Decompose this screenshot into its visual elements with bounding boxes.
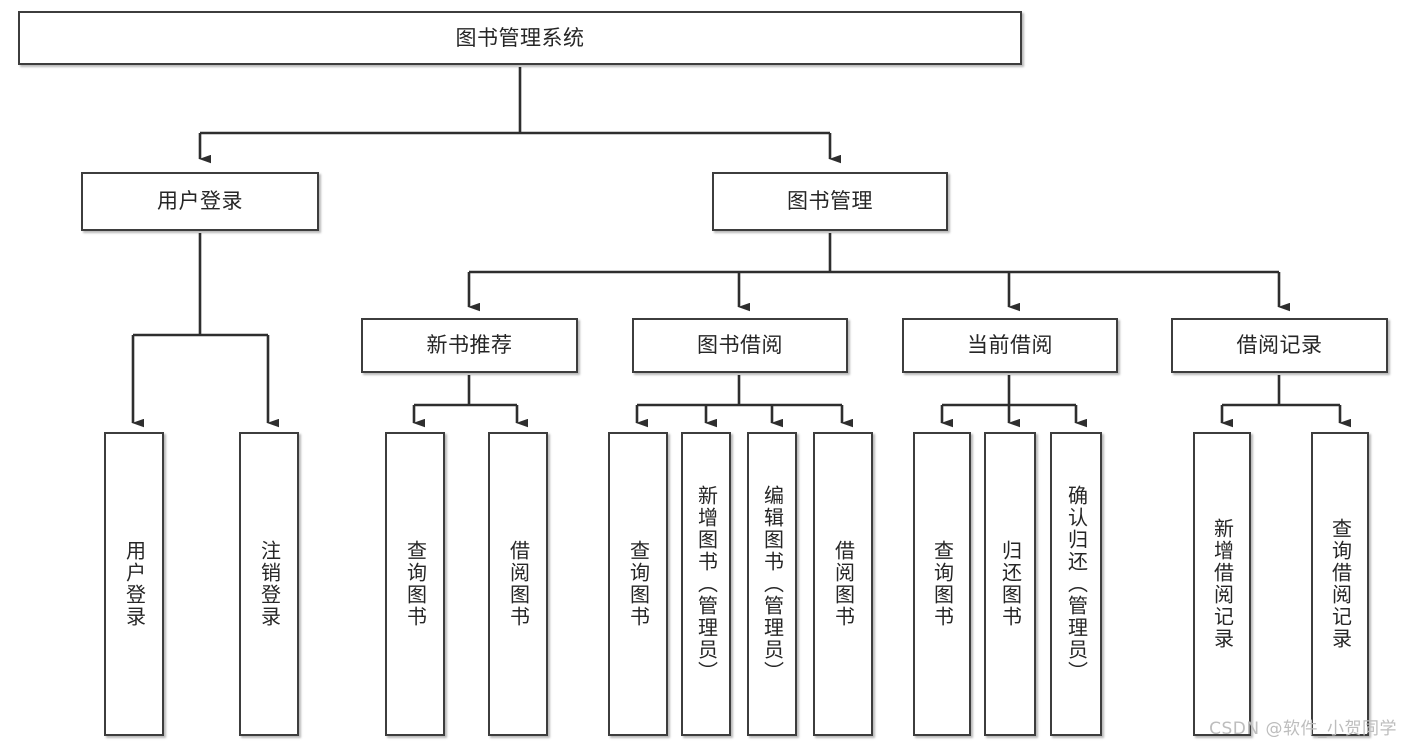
leaf-query-book-1[interactable]: 查询图书: [385, 432, 445, 736]
leaf-logout-login-label: 注销登录: [257, 540, 282, 628]
leaf-query-book-2[interactable]: 查询图书: [608, 432, 668, 736]
node-current-borrow[interactable]: 当前借阅: [902, 318, 1118, 373]
leaf-user-login-label: 用户登录: [122, 540, 147, 628]
node-book-manage-label: 图书管理: [787, 189, 873, 214]
leaf-query-book-1-label: 查询图书: [403, 540, 428, 628]
node-root-label: 图书管理系统: [455, 25, 585, 50]
leaf-borrow-book-2-label: 借阅图书: [831, 540, 856, 628]
leaf-borrow-book-2[interactable]: 借阅图书: [813, 432, 873, 736]
node-new-book-recommend[interactable]: 新书推荐: [361, 318, 578, 373]
leaf-confirm-return-label: 确认归还（管理员）: [1064, 485, 1089, 683]
node-borrow-record-label: 借阅记录: [1236, 333, 1323, 358]
leaf-query-book-2-label: 查询图书: [626, 540, 651, 628]
leaf-add-book-label: 新增图书（管理员）: [694, 485, 719, 683]
leaf-add-record-label: 新增借阅记录: [1210, 518, 1235, 650]
leaf-query-book-3-label: 查询图书: [930, 540, 955, 628]
node-book-borrow[interactable]: 图书借阅: [632, 318, 848, 373]
leaf-confirm-return[interactable]: 确认归还（管理员）: [1050, 432, 1102, 736]
leaf-edit-book-label: 编辑图书（管理员）: [760, 485, 785, 683]
csdn-watermark: CSDN @软件_小贺同学: [1209, 719, 1397, 739]
leaf-borrow-book-1-label: 借阅图书: [506, 540, 531, 628]
leaf-query-record-label: 查询借阅记录: [1328, 518, 1353, 650]
node-root[interactable]: 图书管理系统: [18, 11, 1022, 65]
leaf-borrow-book-1[interactable]: 借阅图书: [488, 432, 548, 736]
node-user-login[interactable]: 用户登录: [81, 172, 319, 231]
leaf-add-record[interactable]: 新增借阅记录: [1193, 432, 1251, 736]
leaf-return-book[interactable]: 归还图书: [984, 432, 1036, 736]
leaf-query-record[interactable]: 查询借阅记录: [1311, 432, 1369, 736]
node-new-book-recommend-label: 新书推荐: [426, 333, 513, 358]
node-book-borrow-label: 图书借阅: [697, 333, 783, 358]
node-current-borrow-label: 当前借阅: [967, 333, 1053, 358]
node-book-manage[interactable]: 图书管理: [712, 172, 948, 231]
leaf-user-login[interactable]: 用户登录: [104, 432, 164, 736]
leaf-logout-login[interactable]: 注销登录: [239, 432, 299, 736]
leaf-return-book-label: 归还图书: [998, 540, 1023, 628]
leaf-edit-book[interactable]: 编辑图书（管理员）: [747, 432, 797, 736]
node-borrow-record[interactable]: 借阅记录: [1171, 318, 1388, 373]
node-user-login-label: 用户登录: [157, 189, 243, 214]
leaf-add-book[interactable]: 新增图书（管理员）: [681, 432, 731, 736]
leaf-query-book-3[interactable]: 查询图书: [913, 432, 971, 736]
